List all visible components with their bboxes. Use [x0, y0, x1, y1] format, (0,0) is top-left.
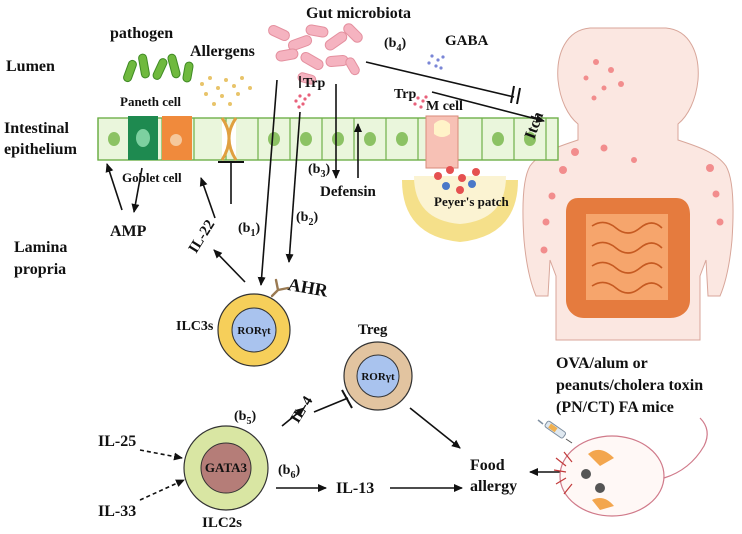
- arrow-goblet-to-amp: [131, 167, 143, 213]
- allergen-entry-gap: [220, 117, 238, 161]
- inhibit-gaba-bar-1: [510, 85, 515, 104]
- epithelial-cell-nucleus: [524, 132, 536, 146]
- label-m-cell: M cell: [426, 99, 463, 114]
- epithelial-cell-nucleus: [332, 132, 344, 146]
- label-rorgt-ilc3: RORγt: [237, 325, 271, 337]
- region-label-epithelium-2: epithelium: [4, 141, 78, 158]
- trp-particles-mcell: [413, 95, 428, 109]
- label-b3: (b3): [308, 162, 330, 180]
- epithelial-cell-nucleus: [108, 132, 120, 146]
- m-cell-pocket: [434, 120, 450, 137]
- label-b4: (b4): [384, 36, 406, 54]
- trp-particles-top: [294, 93, 311, 109]
- gut-microbiota-illustration: [268, 23, 363, 85]
- arrow-treg-to-food-allergy: [409, 407, 461, 449]
- label-rorgt-treg: RORγt: [361, 371, 395, 383]
- arrow-allergens-to-ilc3: [257, 79, 278, 286]
- ilc3-cell: [217, 278, 291, 367]
- mouse-illustration: [553, 417, 708, 517]
- intestine-illustration: [566, 198, 690, 318]
- ilc2-cell: [183, 425, 269, 511]
- allergen-particles: [200, 76, 252, 106]
- pathogen-illustration: [123, 53, 194, 83]
- arrow-amp-to-epithelium: [105, 163, 123, 211]
- arrow-il22-to-epithelium: [199, 177, 216, 219]
- label-paneth-cell: Paneth cell: [120, 94, 181, 109]
- label-il13: IL-13: [336, 480, 374, 497]
- paneth-cell-nucleus: [170, 134, 182, 146]
- label-b1: (b1): [238, 221, 260, 239]
- label-il22: IL-22: [186, 217, 219, 256]
- label-il25: IL-25: [98, 433, 136, 450]
- region-label-epithelium-1: Intestinal: [4, 120, 69, 137]
- inhibit-il4-bar: [341, 389, 353, 409]
- label-ilc2s: ILC2s: [202, 515, 242, 531]
- inhibit-gaba-bar-2: [516, 87, 521, 105]
- label-trp-top: Trp: [303, 76, 326, 91]
- label-food-allergy-2: allergy: [470, 478, 517, 495]
- label-il4: IL-4: [288, 393, 317, 426]
- label-il33: IL-33: [98, 503, 136, 520]
- rash-spots: [540, 59, 724, 254]
- epithelial-cell-nucleus: [492, 132, 504, 146]
- epithelial-cell-nucleus: [364, 132, 376, 146]
- gaba-particles: [427, 54, 445, 70]
- label-trp-mcell: Trp: [394, 87, 417, 102]
- pathway-labels: pathogen Allergens Gut microbiota GABA (…: [98, 5, 703, 531]
- inhibit-gaba-stem: [365, 61, 515, 98]
- label-gata3: GATA3: [205, 460, 248, 475]
- label-gaba: GABA: [445, 33, 489, 49]
- label-food-allergy-1: Food: [470, 457, 505, 474]
- ahr-receptor: [270, 278, 290, 298]
- label-ilc3s: ILC3s: [176, 319, 214, 334]
- region-label-lumen: Lumen: [6, 58, 55, 75]
- label-treg: Treg: [358, 322, 388, 338]
- label-mice-line-3: (PN/CT) FA mice: [556, 399, 674, 416]
- label-mice-line-2: peanuts/cholera toxin: [556, 377, 703, 394]
- label-gut-microbiota: Gut microbiota: [306, 5, 411, 22]
- epithelial-cell-nucleus: [396, 132, 408, 146]
- label-ahr: AHR: [286, 274, 330, 301]
- arrow-il33-to-gata3: [139, 479, 185, 501]
- arrow-ilc3-to-il22: [213, 249, 246, 283]
- label-pathogen: pathogen: [110, 25, 173, 42]
- pathway-connectors: [105, 61, 560, 501]
- goblet-cell-nucleus: [136, 129, 150, 147]
- label-b6: (b6): [278, 463, 300, 481]
- syringe-icon: [537, 419, 573, 444]
- intestinal-epithelium-band: [97, 115, 559, 242]
- arrow-il25-to-gata3: [139, 449, 183, 461]
- region-label-lamina-2: propria: [14, 261, 66, 278]
- label-b2: (b2): [296, 210, 318, 228]
- label-amp: AMP: [110, 223, 147, 240]
- peyers-patch-inner: [414, 176, 506, 224]
- inhibit-il4-stem: [313, 397, 349, 413]
- treg-cell: [343, 341, 413, 411]
- arrow-gata3-to-il4: [281, 407, 305, 427]
- arrow-trp-to-ahr: [285, 111, 301, 263]
- region-labels: Lumen Intestinal epithelium Lamina propr…: [4, 58, 78, 278]
- label-peyers-patch: Peyer's patch: [434, 194, 510, 209]
- human-body-illustration: [522, 27, 734, 341]
- arrow-trp-to-itch: [431, 91, 545, 123]
- label-b5: (b5): [234, 409, 256, 427]
- label-mice-line-1: OVA/alum or: [556, 355, 648, 372]
- label-goblet-cell: Goblet cell: [122, 170, 182, 185]
- region-label-lamina-1: Lamina: [14, 239, 67, 256]
- immune-cells-in-patch: [434, 166, 480, 194]
- epithelial-cell-nucleus: [268, 132, 280, 146]
- epithelial-cell-nucleus: [300, 132, 312, 146]
- label-defensin: Defensin: [320, 184, 376, 200]
- label-allergens: Allergens: [190, 43, 255, 60]
